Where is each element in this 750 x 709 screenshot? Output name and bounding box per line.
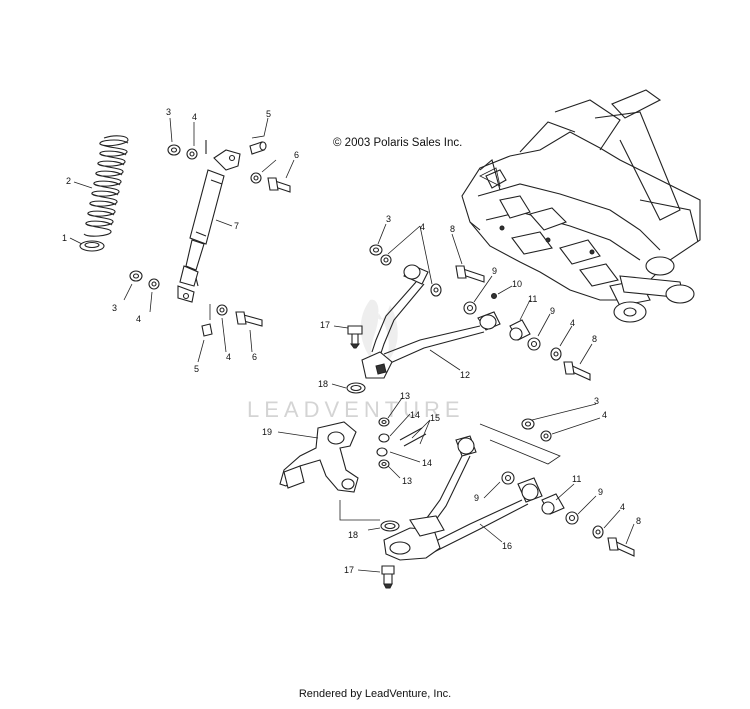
leader-lines xyxy=(69,117,635,573)
callout-8: 8 xyxy=(450,224,455,234)
callout-4e: 4 xyxy=(570,318,575,328)
washer-9-upper xyxy=(463,301,477,315)
leadventure-watermark: LEADVENTURE xyxy=(247,299,465,422)
callout-3: 3 xyxy=(166,107,171,117)
callout-13: 13 xyxy=(400,391,410,401)
callout-4b: 4 xyxy=(136,314,141,324)
nut-3-low xyxy=(129,270,143,282)
washer-4-low2 xyxy=(216,304,228,316)
bolt-6-top xyxy=(267,177,291,193)
snap-ring-18-lower xyxy=(380,520,400,532)
washer-4-upper3 xyxy=(550,347,562,361)
callout-2: 2 xyxy=(66,176,71,186)
spindle xyxy=(279,421,359,493)
callout-19: 19 xyxy=(262,427,272,437)
washer-4-upper xyxy=(380,254,392,266)
callout-13b: 13 xyxy=(402,476,412,486)
watermark-text: LEADVENTURE xyxy=(247,397,465,422)
coil-spring xyxy=(83,135,129,237)
callout-5: 5 xyxy=(266,109,271,119)
nut-13-low xyxy=(378,459,390,469)
callout-3d: 3 xyxy=(594,396,599,406)
washer-4-top xyxy=(186,148,198,160)
callout-6b: 6 xyxy=(252,352,257,362)
bushing-11-upper xyxy=(509,319,531,341)
washer-14-low xyxy=(376,447,388,457)
callout-18: 18 xyxy=(318,379,328,389)
bolt-8-upper xyxy=(455,265,485,283)
callout-4d: 4 xyxy=(420,222,425,232)
bushing-5-top xyxy=(249,141,267,155)
callout-8c: 8 xyxy=(636,516,641,526)
callout-1: 1 xyxy=(62,233,67,243)
washer-4-mid xyxy=(250,172,262,184)
washer-4-low xyxy=(148,278,160,290)
callout-4c: 4 xyxy=(226,352,231,362)
snap-ring-18-upper xyxy=(346,382,366,394)
washer-9-lower2 xyxy=(565,511,579,525)
callout-14b: 14 xyxy=(422,458,432,468)
lower-a-arm xyxy=(383,435,543,561)
cotter-15 xyxy=(399,427,427,447)
callout-15: 15 xyxy=(430,413,440,423)
callout-17: 17 xyxy=(320,320,330,330)
bolt-6-low xyxy=(235,311,263,327)
callout-18b: 18 xyxy=(348,530,358,540)
shock-absorber xyxy=(177,140,241,303)
callout-3b: 3 xyxy=(112,303,117,313)
callout-9c: 9 xyxy=(474,493,479,503)
upper-a-arm xyxy=(361,264,501,379)
bushing-5-low xyxy=(201,323,213,337)
bolt-8-lower xyxy=(607,537,635,557)
nut-3-lower xyxy=(521,418,535,430)
callout-9d: 9 xyxy=(598,487,603,497)
callout-6: 6 xyxy=(294,150,299,160)
washer-9-upper2 xyxy=(527,337,541,351)
callout-5b: 5 xyxy=(194,364,199,374)
frame-assembly xyxy=(461,89,701,323)
washer-4-lower xyxy=(540,430,552,442)
callout-11b: 11 xyxy=(572,474,581,484)
copyright-text: © 2003 Polaris Sales Inc. xyxy=(333,137,463,149)
spring-seat xyxy=(79,240,105,252)
callout-8b: 8 xyxy=(592,334,597,344)
washer-4-lower2 xyxy=(592,525,604,539)
callout-4f: 4 xyxy=(602,410,607,420)
callout-numbers: 1 2 3 4 5 6 7 3 4 5 4 6 3 4 8 9 10 11 9 … xyxy=(62,107,641,575)
callout-14: 14 xyxy=(410,410,420,420)
callout-10: 10 xyxy=(512,279,522,289)
ball-joint-17-upper xyxy=(347,325,363,349)
callout-11: 11 xyxy=(528,294,537,304)
bolt-8-upper2 xyxy=(563,361,591,381)
callout-3c: 3 xyxy=(386,214,391,224)
callout-17b: 17 xyxy=(344,565,354,575)
washer-14-top xyxy=(378,433,390,443)
nut-13-top xyxy=(378,417,390,427)
callout-9: 9 xyxy=(492,266,497,276)
footer-text: Rendered by LeadVenture, Inc. xyxy=(298,688,452,700)
flame-icon xyxy=(360,299,398,365)
callout-4: 4 xyxy=(192,112,197,122)
washer-9-lower xyxy=(501,471,515,485)
nut-3-top xyxy=(167,144,181,156)
callout-12: 12 xyxy=(460,370,470,380)
grease-10 xyxy=(491,293,497,299)
callout-7: 7 xyxy=(234,221,239,231)
callout-16: 16 xyxy=(502,541,512,551)
bushing-11-lower xyxy=(541,493,565,515)
callout-9b: 9 xyxy=(550,306,555,316)
ball-joint-17-lower xyxy=(381,565,395,589)
washer-4-upper2 xyxy=(430,283,442,297)
callout-4g: 4 xyxy=(620,502,625,512)
nut-3-upper xyxy=(369,244,383,256)
